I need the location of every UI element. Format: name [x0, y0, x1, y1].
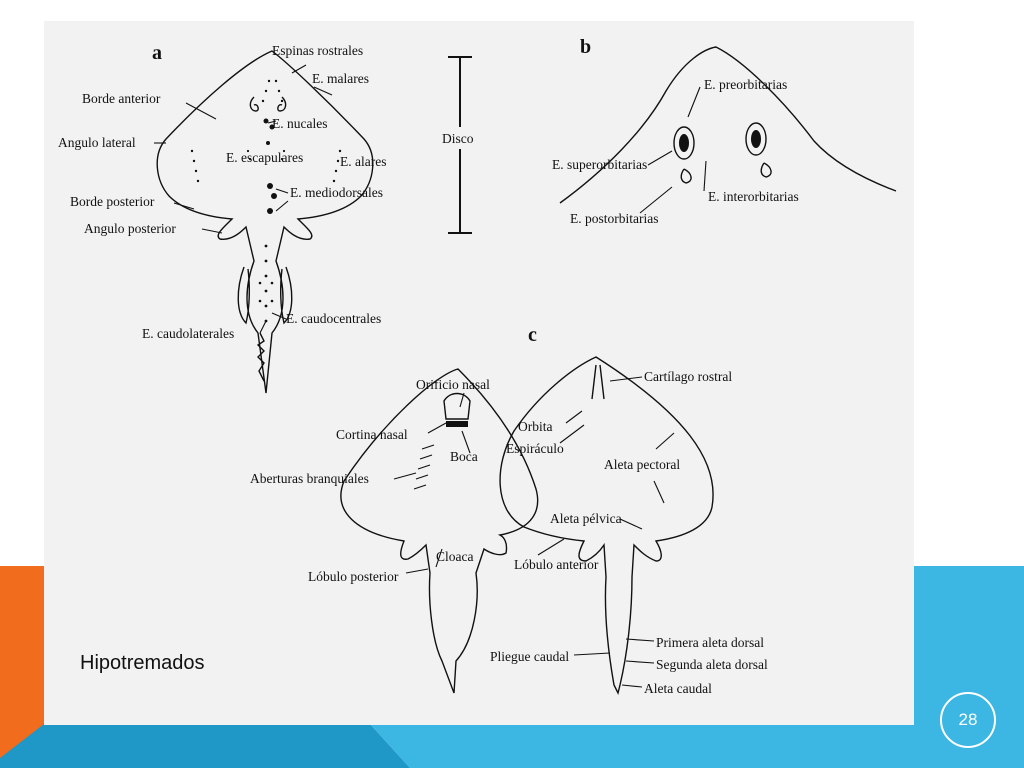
label-disco: Disco: [442, 131, 474, 146]
panel-c-ventral-outline: [340, 368, 539, 694]
figure-card: a Espinas rostrales E. malares Borde ant…: [44, 21, 914, 725]
label-lobulo-anterior: Lóbulo anterior: [514, 557, 599, 572]
label-pliegue-caudal: Pliegue caudal: [490, 649, 569, 664]
label-primera-aleta-dorsal: Primera aleta dorsal: [656, 635, 764, 650]
bottom-band-orange-corner: [0, 724, 44, 758]
label-cloaca: Cloaca: [436, 549, 473, 564]
label-aleta-pectoral: Aleta pectoral: [604, 457, 680, 472]
slide-caption: Hipotremados: [80, 652, 205, 674]
label-e-preorbitarias: E. preorbitarias: [704, 77, 787, 92]
label-e-escapulares: E. escapulares: [226, 150, 303, 165]
bottom-band-light: [370, 724, 1024, 768]
panel-label-c: c: [528, 324, 537, 346]
ray-anatomy-diagram: a Espinas rostrales E. malares Borde ant…: [58, 36, 897, 696]
label-segunda-aleta-dorsal: Segunda aleta dorsal: [656, 657, 768, 672]
label-cortina-nasal: Cortina nasal: [336, 427, 408, 442]
panel-label-b: b: [580, 36, 591, 58]
panel-a-left-clasper: [237, 266, 251, 325]
label-angulo-lateral: Angulo lateral: [58, 135, 136, 150]
label-espinas-rostrales: Espinas rostrales: [272, 43, 363, 58]
panel-a-right-clasper: [279, 266, 293, 325]
panel-b-left-orbit: [673, 126, 695, 184]
label-cartilago-rostral: Cartílago rostral: [644, 369, 732, 384]
label-aleta-caudal: Aleta caudal: [644, 681, 712, 696]
label-borde-posterior: Borde posterior: [70, 194, 155, 209]
panel-a-tail-serration: [256, 332, 265, 382]
panel-label-a: a: [152, 42, 162, 64]
label-aleta-pelvica: Aleta pélvica: [550, 511, 622, 526]
label-lobulo-posterior: Lóbulo posterior: [308, 569, 399, 584]
label-e-caudocentrales: E. caudocentrales: [286, 311, 381, 326]
panel-c-nasal-curtain: [443, 392, 471, 420]
panel-a-left-eye: [249, 96, 259, 112]
label-e-superorbitarias: E. superorbitarias: [552, 157, 647, 172]
label-boca: Boca: [450, 449, 478, 464]
label-orificio-nasal: Orificio nasal: [416, 377, 490, 392]
label-e-postorbitarias: E. postorbitarias: [570, 211, 658, 226]
panel-c-dorsal-outline: [499, 356, 714, 696]
panel-a-leader-lines: [154, 64, 333, 334]
panel-a-right-eye: [277, 96, 287, 112]
panel-c-mouth: [446, 421, 468, 427]
label-borde-anterior: Borde anterior: [82, 91, 161, 106]
label-e-mediodorsales: E. mediodorsales: [290, 185, 383, 200]
page-number-badge: 28: [940, 692, 996, 748]
panel-b-head-outline: [559, 46, 897, 204]
label-orbita: Orbita: [518, 419, 553, 434]
label-e-alares: E. alares: [340, 154, 386, 169]
disco-scale-bar: [440, 56, 480, 234]
panel-c-gill-slits: [413, 444, 435, 490]
panel-b-right-orbit: [745, 122, 772, 178]
bottom-band-dark: [0, 724, 410, 768]
panel-a-disc-outline: [156, 50, 374, 394]
label-e-interorbitarias: E. interorbitarias: [708, 189, 799, 204]
panel-c-leader-lines: [393, 376, 675, 688]
label-e-nucales: E. nucales: [272, 116, 327, 131]
label-angulo-posterior: Angulo posterior: [84, 221, 176, 236]
bottom-accent-band: [0, 724, 1024, 768]
label-e-caudolaterales: E. caudolaterales: [142, 326, 234, 341]
label-aberturas-branquiales: Aberturas branquiales: [250, 471, 369, 486]
label-espiraculo: Espiráculo: [506, 441, 564, 456]
label-e-malares: E. malares: [312, 71, 369, 86]
panel-b-leader-lines: [639, 86, 707, 214]
panel-c-rostral-cartilage: [591, 364, 605, 400]
